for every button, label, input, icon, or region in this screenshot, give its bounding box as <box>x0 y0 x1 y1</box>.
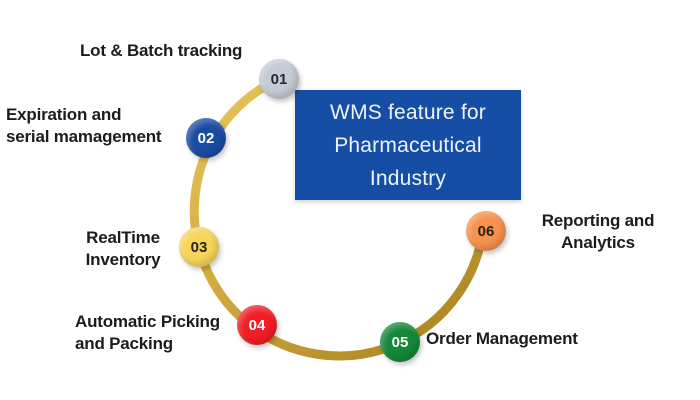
node-label-02-line-2: serial mamagement <box>6 127 162 146</box>
node-label-03: RealTime Inventory <box>68 227 178 271</box>
node-label-04-line-1: Automatic Picking <box>75 312 220 331</box>
node-label-03-line-2: Inventory <box>85 250 161 269</box>
node-label-01: Lot & Batch tracking <box>80 40 242 62</box>
node-label-04: Automatic Picking and Packing <box>75 311 220 355</box>
node-label-04-line-2: and Packing <box>75 334 173 353</box>
node-label-02: Expiration and serial mamagement <box>6 104 162 148</box>
node-number-02: 02 <box>197 129 215 147</box>
node-number-06: 06 <box>477 222 495 240</box>
diagram-title: WMS feature for Pharmaceutical Industry <box>330 96 486 195</box>
node-label-05: Order Management <box>426 328 578 350</box>
node-circle-03: 03 <box>179 227 219 267</box>
node-label-01-line-1: Lot & Batch tracking <box>80 41 243 60</box>
node-number-05: 05 <box>391 333 409 351</box>
node-number-03: 03 <box>190 238 208 256</box>
title-line-3: Industry <box>369 166 447 190</box>
node-number-04: 04 <box>248 316 266 334</box>
node-label-06-line-2: Analytics <box>561 233 635 252</box>
node-label-02-line-1: Expiration and <box>6 105 122 124</box>
title-line-1: WMS feature for <box>330 100 486 124</box>
title-line-2: Pharmaceutical <box>334 133 482 157</box>
node-circle-05: 05 <box>380 322 420 362</box>
node-circle-06: 06 <box>466 211 506 251</box>
node-label-06-line-1: Reporting and <box>541 211 655 230</box>
node-label-06: Reporting and Analytics <box>534 210 662 254</box>
node-label-03-line-1: RealTime <box>86 228 160 247</box>
node-circle-04: 04 <box>237 305 277 345</box>
node-number-01: 01 <box>270 70 288 88</box>
node-circle-01: 01 <box>259 59 299 99</box>
node-label-05-line-1: Order Management <box>426 329 578 348</box>
node-circle-02: 02 <box>186 118 226 158</box>
title-box: WMS feature for Pharmaceutical Industry <box>295 90 521 200</box>
